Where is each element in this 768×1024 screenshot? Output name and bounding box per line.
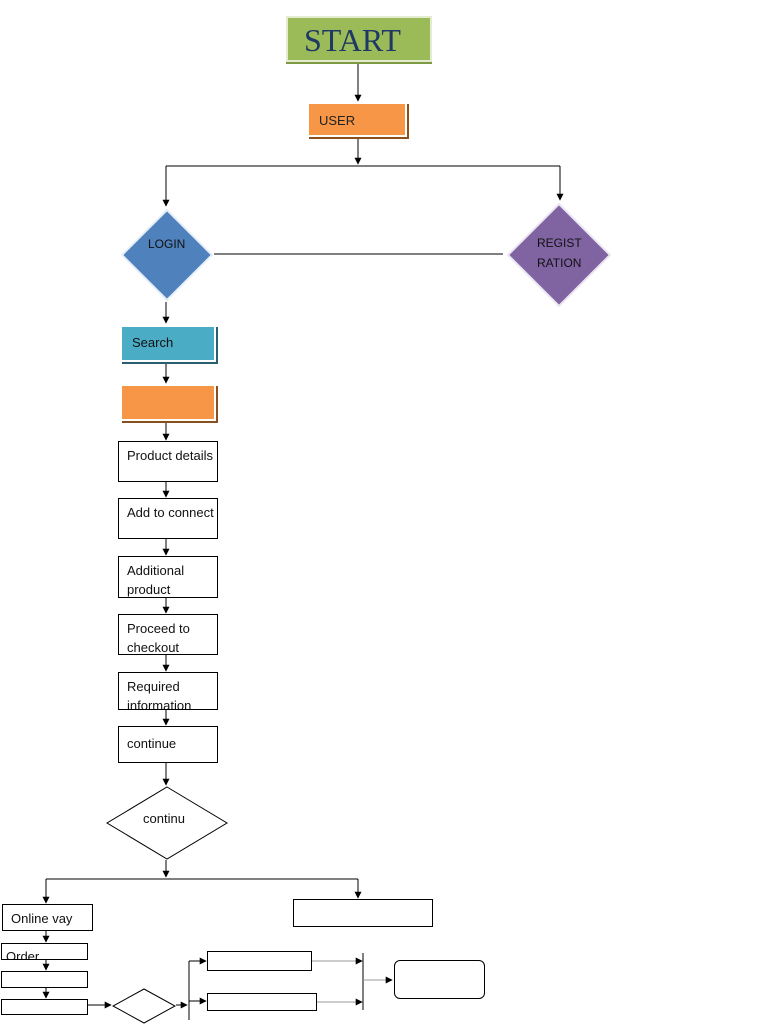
step-label: Required information	[127, 679, 192, 710]
step-label: Add to connect	[127, 505, 214, 520]
empty-orange-node	[120, 384, 216, 421]
empty-box-1	[1, 971, 88, 988]
login-diamond-shape	[121, 209, 213, 301]
start-node: START	[286, 16, 432, 62]
step-add-to-connect: Add to connect	[118, 498, 218, 539]
decision-label: continu	[143, 811, 185, 826]
step-label: Proceed to checkout	[127, 621, 190, 655]
login-label: LOGIN	[148, 237, 186, 251]
empty-box-end	[394, 960, 485, 999]
empty-box-right-top	[293, 899, 433, 927]
small-decision-shape	[112, 988, 176, 1024]
registration-label: REGIST RATION	[537, 233, 582, 273]
empty-box-mid-2	[207, 993, 317, 1011]
step-label: Additional product	[127, 563, 185, 597]
step-label: Product details	[127, 448, 213, 463]
online-pay-label: Online vay	[11, 911, 73, 926]
user-label: USER	[319, 113, 356, 128]
order-label: Order	[6, 949, 40, 960]
registration-node: REGIST RATION	[507, 203, 611, 307]
step-additional-product: Additional product	[118, 556, 218, 598]
login-node: LOGIN	[121, 209, 213, 301]
step-label: continue	[127, 736, 177, 751]
empty-box-mid-1	[207, 951, 312, 971]
small-decision-node	[112, 988, 176, 1024]
continue-decision-node: continu	[106, 786, 228, 860]
search-node: Search	[120, 325, 216, 362]
order-node: Order	[1, 943, 88, 960]
registration-label-line1: REGIST	[537, 236, 582, 250]
step-product-details: Product details	[118, 441, 218, 482]
empty-box-2	[1, 999, 88, 1015]
online-pay-node: Online vay	[2, 904, 93, 931]
registration-label-line2: RATION	[537, 256, 582, 270]
search-label: Search	[132, 335, 174, 350]
registration-diamond-shape	[507, 203, 611, 307]
step-required-information: Required information	[118, 672, 218, 710]
step-continue: continue	[118, 726, 218, 763]
step-proceed-to-checkout: Proceed to checkout	[118, 614, 218, 655]
decision-diamond-shape	[106, 786, 228, 860]
user-node: USER	[307, 102, 407, 137]
start-label: START	[304, 22, 401, 58]
